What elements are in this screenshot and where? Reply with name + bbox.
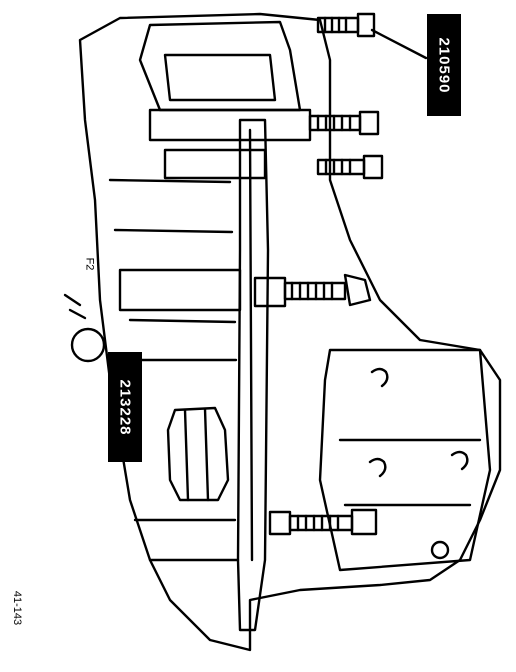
hook-3	[450, 450, 469, 471]
bolt-lower	[316, 154, 384, 180]
part-callout-label: 210590	[435, 36, 453, 94]
guide-block-inner	[163, 53, 277, 102]
callout-leader	[370, 28, 428, 60]
hook-1	[370, 367, 389, 388]
structure-line-3	[133, 518, 240, 562]
guide-pin	[253, 273, 372, 308]
part-callout-213228: 213228	[108, 352, 142, 462]
housing-right-divider	[338, 438, 482, 507]
piston-cylinder	[166, 406, 230, 502]
structure-line-2	[126, 318, 238, 362]
round-fitting	[70, 327, 106, 363]
piston-ring	[183, 407, 210, 502]
part-callout-label: 213228	[116, 378, 134, 436]
bolt-top	[316, 12, 376, 38]
frame-arm	[236, 118, 270, 632]
small-label-f2: F2	[83, 257, 96, 271]
pad-bar-3	[118, 268, 242, 312]
figure-number: 41-143	[2, 580, 32, 636]
boss-lower	[430, 540, 450, 560]
arrow-marks	[63, 293, 87, 320]
part-callout-210590: 210590	[427, 14, 461, 116]
hook-2	[368, 457, 387, 478]
frame-inner-line	[248, 128, 254, 562]
bolt-middle	[308, 110, 380, 136]
guide-block-upper	[138, 20, 302, 112]
pad-bar-1	[148, 108, 312, 142]
bolt-bottom	[268, 508, 378, 536]
figure-number-text: 41-143	[11, 590, 24, 626]
structure-line-1	[108, 178, 234, 234]
housing-right-panel	[318, 348, 492, 572]
